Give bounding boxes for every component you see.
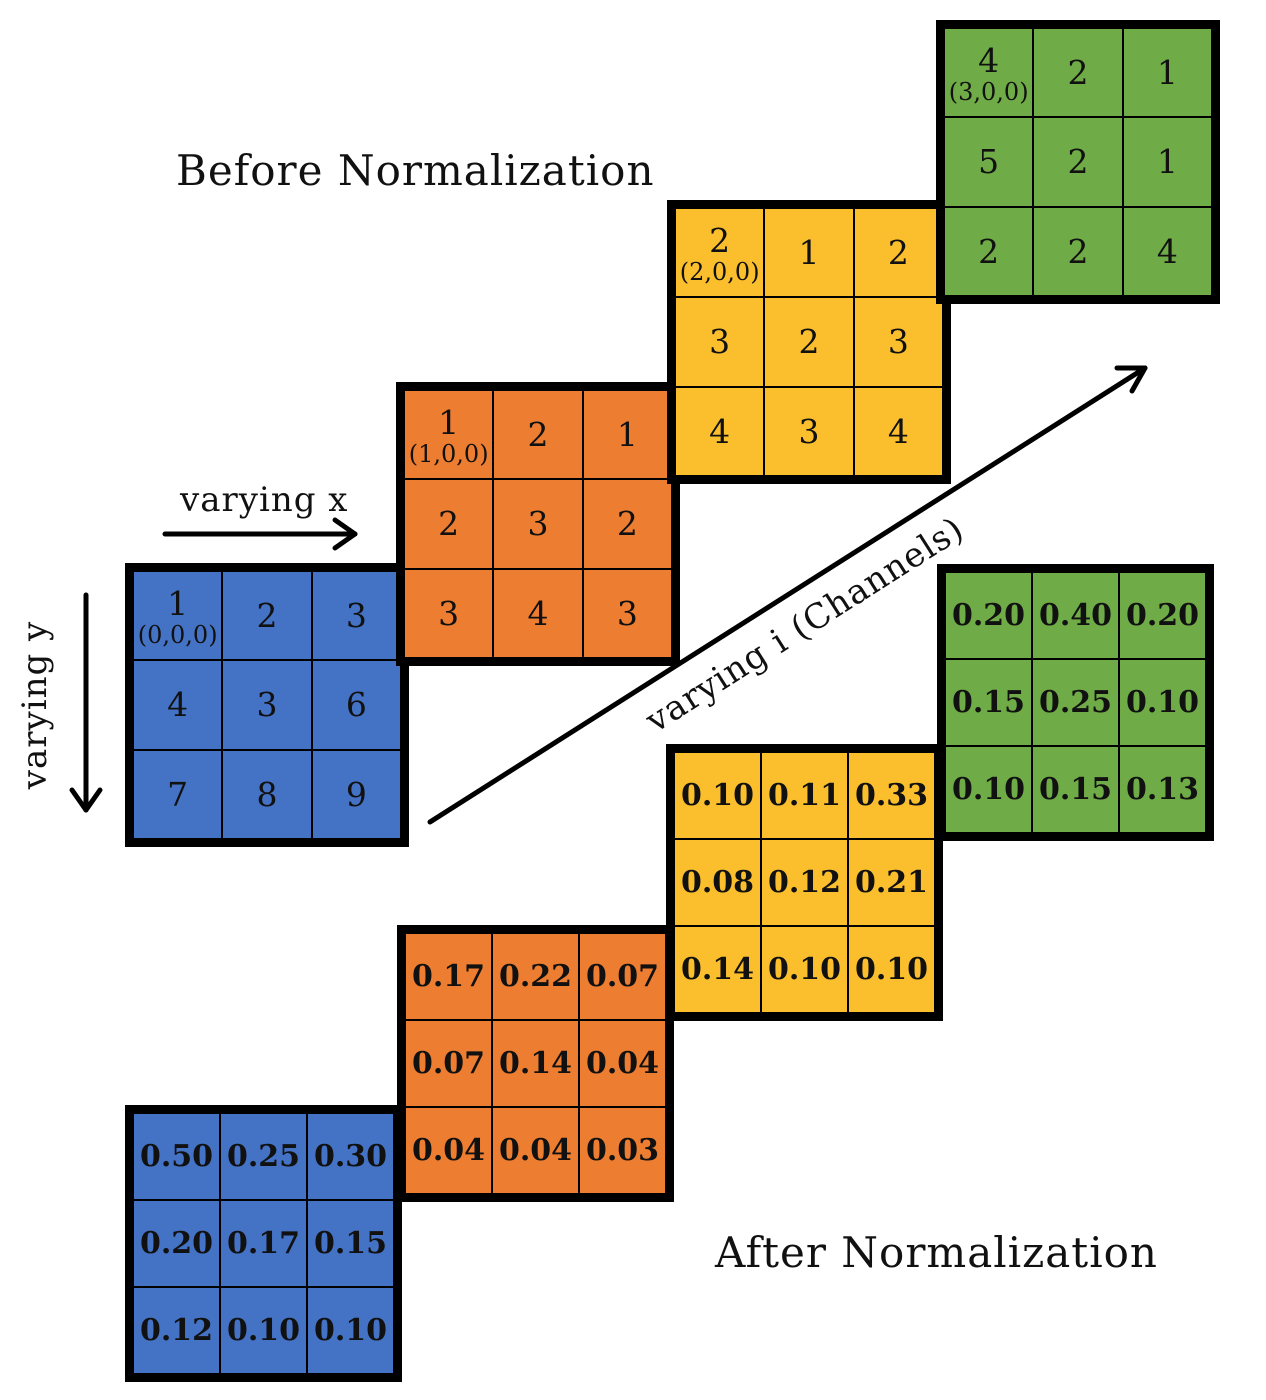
grid-cell: 0.10: [945, 746, 1032, 833]
grid-cell: 4: [675, 386, 765, 476]
grid-cell: 1: [1122, 28, 1212, 118]
axis-label-y: varying y: [15, 620, 55, 790]
grid-cell: 2: [222, 571, 312, 661]
after-grid-channel-2: 0.10 0.11 0.33 0.08 0.12 0.21 0.14 0.10 …: [666, 744, 943, 1021]
grid-cell: 0.25: [1032, 659, 1119, 746]
grid-cell: 2: [582, 479, 672, 569]
grid-cell: 2: [944, 206, 1034, 296]
grid-cell: 3: [853, 297, 943, 387]
grid-cell: 2: [1033, 117, 1123, 207]
grid-cell: 0.10: [220, 1287, 307, 1374]
grid-cell: 0.07: [405, 1020, 492, 1107]
grid-cell: 0.20: [945, 572, 1032, 659]
after-normalization-title: After Normalization: [715, 1228, 1158, 1277]
grid-cell: 0.10: [674, 752, 761, 839]
grid-cell: 0.04: [405, 1107, 492, 1194]
grid-cell: 3: [675, 297, 765, 387]
grid-cell: 0.08: [674, 839, 761, 926]
grid-cell: 0.15: [945, 659, 1032, 746]
before-grid-channel-1: 1(1,0,0) 2 1 2 3 2 3 4 3: [396, 382, 680, 666]
grid-cell: 2: [1033, 28, 1123, 118]
grid-cell: 6: [311, 660, 401, 750]
grid-cell: 0.17: [220, 1200, 307, 1287]
grid-cell: 0.22: [492, 933, 579, 1020]
grid-cell: 8: [222, 749, 312, 839]
grid-cell: 0.25: [220, 1113, 307, 1200]
grid-cell: 3: [404, 568, 494, 658]
grid-cell: 0.07: [579, 933, 666, 1020]
grid-cell: 0.14: [674, 926, 761, 1013]
grid-cell: 3: [493, 479, 583, 569]
after-grid-channel-0: 0.50 0.25 0.30 0.20 0.17 0.15 0.12 0.10 …: [125, 1105, 402, 1382]
grid-cell: 0.15: [307, 1200, 394, 1287]
grid-cell: 0.11: [761, 752, 848, 839]
grid-cell: 0.10: [307, 1287, 394, 1374]
grid-cell: 0.15: [1032, 746, 1119, 833]
grid-cell: 2: [493, 390, 583, 480]
grid-cell: 2: [764, 297, 854, 387]
grid-cell: 3: [582, 568, 672, 658]
grid-cell: 0.30: [307, 1113, 394, 1200]
grid-cell: 0.10: [1119, 659, 1206, 746]
grid-cell: 4: [493, 568, 583, 658]
grid-cell: 0.17: [405, 933, 492, 1020]
grid-cell: 4: [853, 386, 943, 476]
grid-cell: 0.13: [1119, 746, 1206, 833]
grid-cell: 0.33: [848, 752, 935, 839]
grid-cell: 7: [133, 749, 223, 839]
before-normalization-title: Before Normalization: [176, 146, 655, 195]
grid-cell: 0.21: [848, 839, 935, 926]
grid-cell: 1: [764, 208, 854, 298]
grid-cell: 2: [1033, 206, 1123, 296]
grid-cell: 3: [764, 386, 854, 476]
grid-cell: 2: [404, 479, 494, 569]
grid-cell: 4: [133, 660, 223, 750]
grid-cell: 0.12: [761, 839, 848, 926]
grid-cell: 0.14: [492, 1020, 579, 1107]
grid-cell: 4: [1122, 206, 1212, 296]
grid-cell: 0.04: [579, 1020, 666, 1107]
grid-cell: 0.20: [1119, 572, 1206, 659]
arrow-channels-icon: [427, 365, 1148, 825]
after-grid-channel-3: 0.20 0.40 0.20 0.15 0.25 0.10 0.10 0.15 …: [937, 564, 1214, 841]
grid-cell: 9: [311, 749, 401, 839]
after-grid-channel-1: 0.17 0.22 0.07 0.07 0.14 0.04 0.04 0.04 …: [397, 925, 674, 1202]
grid-cell: 1: [1122, 117, 1212, 207]
grid-cell: 0.40: [1032, 572, 1119, 659]
grid-cell: 0.12: [133, 1287, 220, 1374]
grid-cell: 0.50: [133, 1113, 220, 1200]
arrow-y-icon: [69, 592, 103, 813]
grid-cell: 0.03: [579, 1107, 666, 1194]
arrow-x-icon: [162, 517, 358, 551]
grid-cell: 0.10: [761, 926, 848, 1013]
axis-label-x: varying x: [180, 480, 349, 520]
grid-cell: 0.04: [492, 1107, 579, 1194]
grid-cell: 0.10: [848, 926, 935, 1013]
grid-cell: 5: [944, 117, 1034, 207]
grid-cell: 0.20: [133, 1200, 220, 1287]
grid-cell: 3: [222, 660, 312, 750]
